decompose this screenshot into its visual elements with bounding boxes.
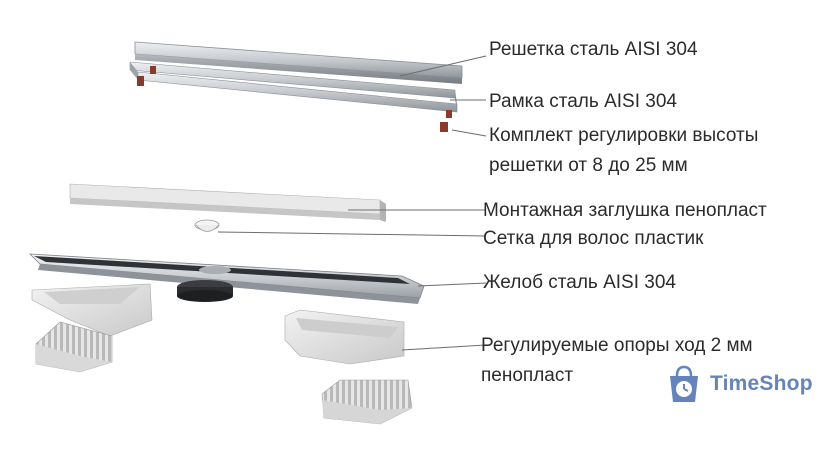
leader-supports: [401, 344, 487, 351]
grate: [134, 41, 463, 84]
timeshop-watermark: TimeShop: [662, 364, 813, 404]
right-support-wedge: [321, 379, 413, 425]
watermark-text: TimeShop: [710, 372, 813, 395]
label-supports-line2: пенопласт: [481, 365, 574, 386]
label-foam-plug: Монтажная заглушка пенопласт: [483, 200, 767, 221]
leader-grate: [399, 55, 487, 77]
leader-height-kit: [451, 129, 487, 137]
leader-lines: [217, 55, 487, 351]
left-support-wedge: [35, 321, 113, 373]
shopping-bag-clock-icon: [670, 365, 698, 402]
hair-mesh: [194, 219, 220, 232]
leader-channel: [417, 282, 487, 287]
drain-outlet: [177, 280, 233, 302]
label-grate: Решетка сталь AISI 304: [489, 39, 698, 60]
label-frame: Рамка сталь AISI 304: [489, 91, 677, 112]
leader-hair-mesh: [217, 231, 487, 237]
label-height-kit-line2: решетки от 8 до 25 мм: [489, 155, 688, 176]
label-height-kit-line1: Комплект регулировки высоты: [489, 125, 759, 146]
frame: [129, 61, 458, 113]
foam-plug: [69, 183, 386, 222]
height-adjusters: [137, 66, 452, 132]
left-support-tray: [31, 283, 153, 337]
label-supports-line1: Регулируемые опоры ход 2 мм: [481, 335, 753, 356]
label-hair-mesh: Сетка для волос пластик: [483, 228, 704, 249]
right-support-tray: [284, 309, 405, 365]
label-channel: Желоб сталь AISI 304: [483, 272, 676, 293]
